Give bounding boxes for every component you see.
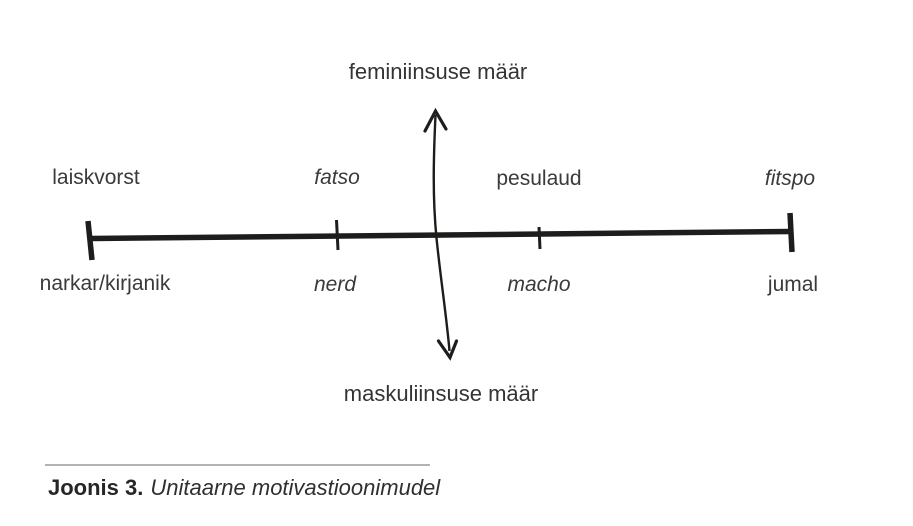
tick-fatso-nerd [335, 219, 340, 251]
vertical-axis-line [432, 114, 451, 352]
figure-caption-label: Joonis 3. [48, 475, 144, 500]
bottom-axis-label: maskuliinsuse määr [343, 381, 539, 406]
tick-pesulaud-macho [537, 226, 542, 250]
point-label-laiskvorst: laiskvorst [52, 166, 140, 189]
point-label-nerd: nerd [313, 273, 357, 296]
point-label-macho: macho [507, 273, 571, 296]
left-axis-endcap [85, 220, 95, 261]
point-label-fitspo: fitspo [764, 167, 816, 190]
point-label-fatso: fatso [314, 166, 360, 189]
top-axis-label: feminiinsuse määr [348, 59, 528, 84]
down-arrowhead-icon [436, 339, 459, 361]
horizontal-axis-line [91, 228, 791, 242]
point-label-narkar-kirjanik: narkar/kirjanik [39, 272, 171, 295]
caption-divider [45, 464, 430, 466]
up-arrowhead-icon [423, 107, 448, 133]
figure-caption-title: Unitaarne motivastioonimudel [150, 475, 441, 500]
point-label-jumal: jumal [767, 273, 819, 296]
figure-caption: Joonis 3.Unitaarne motivastioonimudel [48, 475, 440, 501]
right-axis-endcap [787, 212, 795, 253]
point-label-pesulaud: pesulaud [496, 167, 582, 190]
